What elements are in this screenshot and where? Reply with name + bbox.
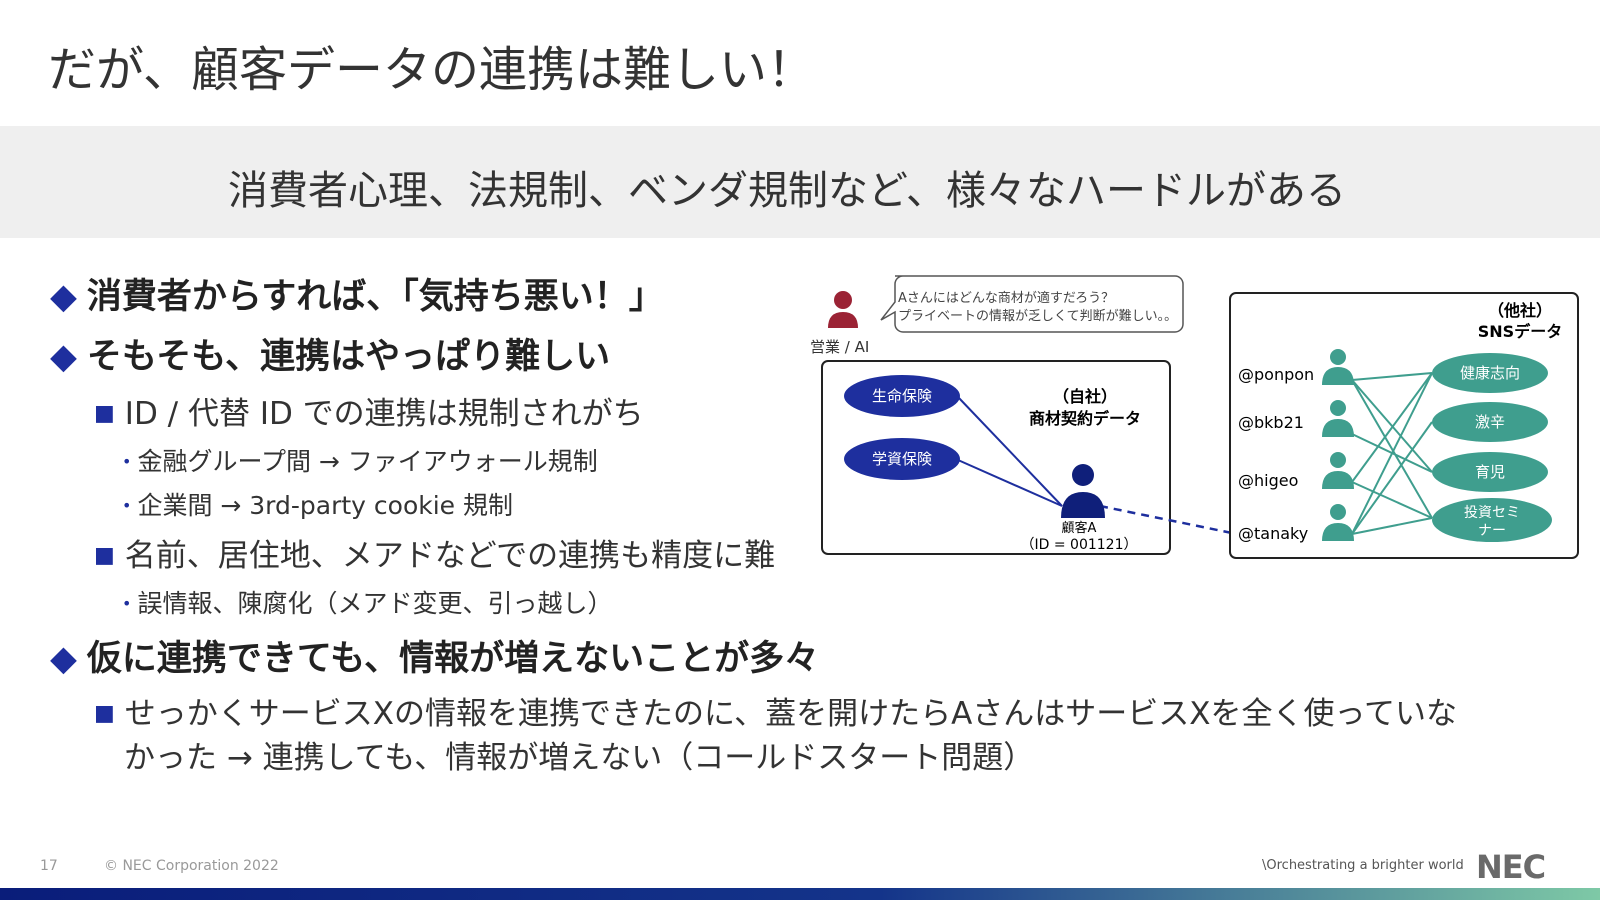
agent-person-icon (828, 291, 858, 328)
dot-icon: • (122, 452, 132, 471)
diamond-icon: ◆ (50, 277, 77, 317)
own-title-1: （自社） (1053, 387, 1117, 406)
bullet-text: 名前、居住地、メアドなどでの連携も精度に難 (124, 538, 776, 574)
interest-ellipses (1432, 353, 1552, 542)
customer-id: （ID = 001121） (1021, 537, 1138, 553)
speech-line-1: Aさんにはどんな商材が適すだろう？ (898, 290, 1114, 306)
interest-label: 投資セミ (1464, 505, 1520, 521)
bullet-text: そもそも、連携はやっぱり難しい (86, 337, 611, 377)
sns-user-icons (1322, 349, 1354, 541)
bullet-text: ID / 代替 ID での連携は規制されがち (124, 396, 644, 432)
nec-logo: NEC (1476, 848, 1546, 886)
agent-label: 営業 / AI (810, 338, 869, 356)
tagline: \Orchestrating a brighter world (1262, 858, 1464, 873)
diamond-icon: ◆ (50, 337, 77, 377)
square-icon: ■ (94, 543, 115, 568)
product-label: 学資保険 (872, 450, 932, 468)
page-title: だが、顧客データの連携は難しい！ (48, 42, 816, 98)
sns-user: @ponpon (1238, 365, 1314, 384)
speech-line-2: プライベートの情報が乏しくて判断が難しい。。 (898, 309, 1177, 324)
subtitle-band (0, 126, 1600, 238)
bullet-2-1: ■ ID / 代替 ID での連携は規制されがち (94, 388, 644, 433)
bullet-2-2: ■ 名前、居住地、メアドなどでの連携も精度に難 (94, 530, 775, 575)
sns-title-1: （他社） (1488, 301, 1552, 320)
page-number: 17 (40, 858, 58, 874)
bullet-text: 誤情報、陳腐化（メアド変更、引っ越し） (137, 589, 613, 618)
bullet-2: ◆そもそも、連携はやっぱり難しい (50, 328, 610, 379)
product-ellipse (844, 438, 960, 480)
bullet-3-1: ■ せっかくサービスXの情報を連携できたのに、蓋を開けたらAさんはサービスXを全く… (94, 688, 1457, 733)
speech-bubble (880, 275, 1184, 333)
square-icon: ■ (94, 701, 115, 726)
linkage-dashed-line (1099, 504, 1233, 535)
copyright: © NEC Corporation 2022 (104, 858, 279, 874)
bullet-text: 企業間 → 3rd-party cookie 規制 (137, 491, 514, 520)
bullet-text: せっかくサービスXの情報を連携できたのに、蓋を開けたらAさんはサービスXを全く使… (124, 696, 1457, 732)
product-ellipse (844, 375, 960, 417)
dot-icon: • (122, 594, 132, 613)
product-label: 生命保険 (872, 387, 932, 405)
subtitle: 消費者心理、法規制、ベンダ規制など、様々なハードルがある (228, 168, 1346, 214)
sns-user: @bkb21 (1238, 413, 1304, 432)
bullet-1: ◆消費者からすれば、「気持ち悪い！」 (50, 268, 664, 319)
sns-title-2: SNSデータ (1478, 322, 1562, 341)
bullet-text: 金融グループ間 → ファイアウォール規制 (137, 447, 598, 476)
customer-name: 顧客A (1062, 520, 1097, 536)
footer-gradient-bar (0, 888, 1600, 900)
diamond-icon: ◆ (50, 639, 77, 679)
customer-person-icon (1061, 464, 1105, 518)
dot-icon: • (122, 496, 132, 515)
bullet-2-1-1: • 金融グループ間 → ファイアウォール規制 (122, 442, 598, 478)
bullet-2-1-2: • 企業間 → 3rd-party cookie 規制 (122, 486, 513, 522)
bullet-text: 消費者からすれば、「気持ち悪い！」 (86, 277, 664, 317)
interest-label: 健康志向 (1460, 364, 1520, 382)
square-icon: ■ (94, 401, 115, 426)
bullet-3: ◆仮に連携できても、情報が増えないことが多々 (50, 630, 819, 681)
own-title-2: 商材契約データ (1029, 409, 1141, 428)
interest-label: 激辛 (1475, 413, 1505, 431)
bullet-2-2-1: • 誤情報、陳腐化（メアド変更、引っ越し） (122, 584, 612, 620)
bullet-3-1-cont: かった → 連携しても、情報が増えない（コールドスタート問題） (124, 740, 1035, 776)
interest-label: 育児 (1475, 463, 1505, 481)
sns-user: @tanaky (1238, 524, 1308, 543)
sns-user: @higeo (1238, 471, 1298, 490)
bullet-text: 仮に連携できても、情報が増えないことが多々 (86, 639, 820, 679)
interest-label: ナー (1478, 523, 1506, 539)
